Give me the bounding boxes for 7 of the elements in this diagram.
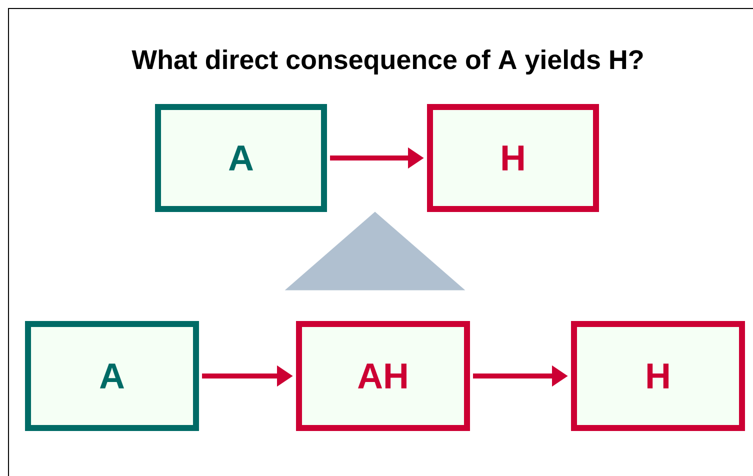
title: What direct consequence of A yields H? bbox=[132, 49, 643, 75]
process-box: A bbox=[155, 104, 327, 212]
process-box: H bbox=[427, 104, 599, 212]
process-box: AH bbox=[296, 321, 470, 431]
process-box: H bbox=[571, 321, 745, 431]
process-box: A bbox=[25, 321, 199, 431]
triangle-shape bbox=[284, 212, 466, 290]
